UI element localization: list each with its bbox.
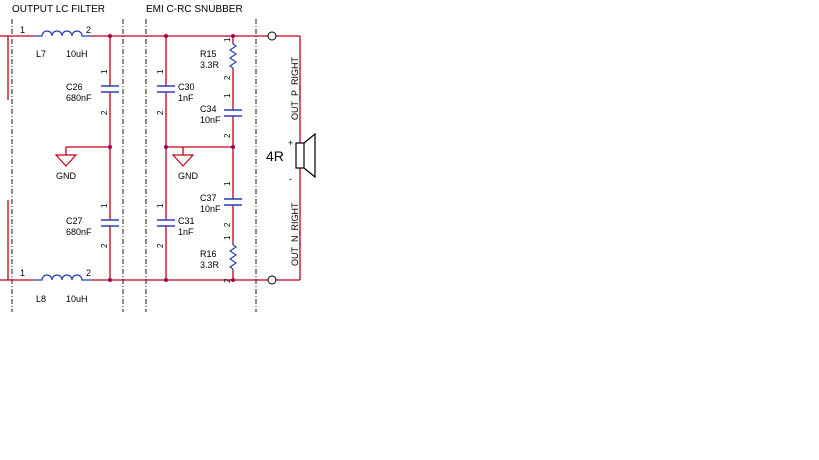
l7-pin2-label: 2 [86, 25, 91, 35]
l7-ref-label: L7 [36, 49, 46, 59]
c34-value-label: 10nF [200, 115, 221, 125]
speaker-plus-label: + [288, 138, 293, 148]
inductor-l8[interactable] [33, 274, 92, 281]
output-filter-title: OUTPUT LC FILTER [12, 4, 105, 15]
c31-ref-label: C31 [178, 216, 195, 226]
capacitor-c34[interactable] [224, 109, 242, 117]
speaker-icon[interactable] [295, 132, 316, 179]
capacitor-c27[interactable] [101, 219, 119, 227]
c34-pin1-label: 1 [223, 93, 232, 98]
c37-ref-label: C37 [200, 193, 217, 203]
capacitor-c31[interactable] [157, 219, 175, 227]
c30-pin1-label: 1 [156, 69, 165, 74]
r16-pin2-label: 2 [223, 278, 232, 283]
c26-value-label: 680nF [66, 93, 92, 103]
ground-symbol-1 [54, 154, 78, 167]
junction-dot [164, 34, 168, 38]
c30-ref-label: C30 [178, 82, 195, 92]
c37-pin1-label: 1 [223, 181, 232, 186]
c34-pin2-label: 2 [223, 133, 232, 138]
c27-pin2-label: 2 [100, 243, 109, 248]
l7-value-label: 10uH [66, 49, 88, 59]
capacitor-c26[interactable] [101, 85, 119, 93]
c27-pin1-label: 1 [100, 203, 109, 208]
c27-value-label: 680nF [66, 227, 92, 237]
l8-pin2-label: 2 [86, 268, 91, 278]
terminal-out-n[interactable] [267, 275, 277, 285]
c26-ref-label: C26 [66, 82, 83, 92]
speaker-minus-label: - [289, 174, 292, 184]
l8-value-label: 10uH [66, 294, 88, 304]
resistor-r15[interactable] [228, 43, 238, 69]
c37-pin2-label: 2 [223, 222, 232, 227]
snubber-title: EMI C-RC SNUBBER [146, 4, 243, 15]
junction-dot [231, 34, 235, 38]
c30-value-label: 1nF [178, 93, 194, 103]
c31-pin1-label: 1 [156, 203, 165, 208]
inductor-l7[interactable] [33, 30, 92, 37]
capacitor-c30[interactable] [157, 85, 175, 93]
c30-pin2-label: 2 [156, 110, 165, 115]
r15-ref-label: R15 [200, 49, 217, 59]
c26-pin1-label: 1 [100, 69, 109, 74]
r16-value-label: 3.3R [200, 260, 220, 270]
c31-pin2-label: 2 [156, 243, 165, 248]
junction-dot [108, 34, 112, 38]
l8-ref-label: L8 [36, 294, 46, 304]
c37-value-label: 10nF [200, 204, 221, 214]
gnd1-label: GND [56, 171, 77, 181]
r16-pin1-label: 1 [223, 235, 232, 240]
junction-dot [108, 278, 112, 282]
resistor-r16[interactable] [228, 244, 238, 270]
wires [0, 35, 301, 281]
junction-dot [231, 145, 235, 149]
c26-pin2-label: 2 [100, 110, 109, 115]
terminal-out-p[interactable] [267, 31, 277, 41]
l8-pin1-label: 1 [20, 268, 25, 278]
junction-dot [164, 145, 168, 149]
gnd2-label: GND [178, 171, 199, 181]
junction-dot [231, 278, 235, 282]
speaker-impedance-label: 4R [266, 148, 284, 164]
capacitor-c37[interactable] [224, 198, 242, 206]
net-out-n-label: OUT_N_RIGHT [290, 202, 300, 266]
r15-pin1-label: 1 [223, 37, 232, 42]
c34-ref-label: C34 [200, 104, 217, 114]
ground-symbol-2 [171, 154, 195, 167]
r16-ref-label: R16 [200, 249, 217, 259]
net-out-p-label: OUT_P_RIGHT [290, 56, 300, 120]
r15-pin2-label: 2 [223, 75, 232, 80]
c27-ref-label: C27 [66, 216, 83, 226]
junction-dot [108, 145, 112, 149]
junction-dot [164, 278, 168, 282]
r15-value-label: 3.3R [200, 60, 220, 70]
section-borders [11, 19, 257, 312]
l7-pin1-label: 1 [20, 25, 25, 35]
junctions [108, 34, 235, 282]
c31-value-label: 1nF [178, 227, 194, 237]
